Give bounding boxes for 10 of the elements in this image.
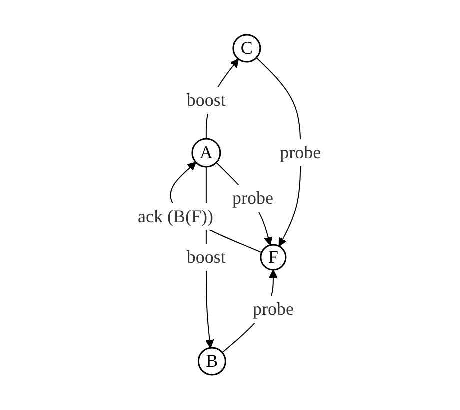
node-circle: A	[192, 138, 222, 168]
edge-label: boost	[187, 90, 226, 110]
node-circle: B	[198, 347, 227, 376]
edge-label: probe	[232, 188, 274, 208]
node-circle: C	[233, 34, 262, 63]
node-circle: F	[260, 244, 288, 271]
edge-label: ack (B(F))	[138, 206, 214, 226]
edge-label: probe	[280, 142, 322, 162]
edge-label: probe	[253, 298, 294, 319]
edge-label: boost	[187, 246, 226, 267]
